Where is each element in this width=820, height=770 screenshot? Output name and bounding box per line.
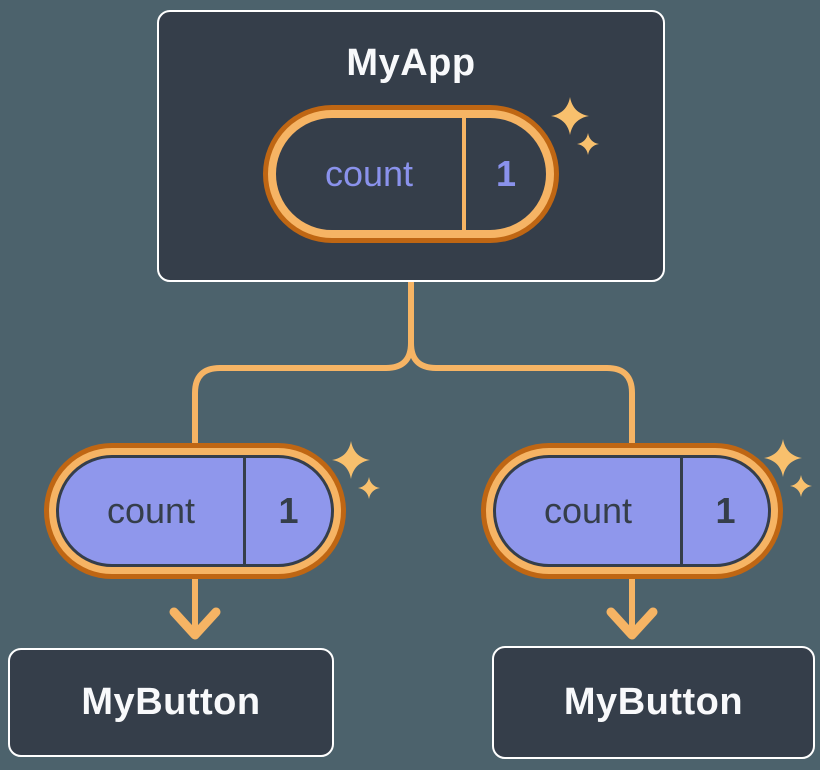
arrowhead-right-icon	[606, 607, 658, 640]
node-myapp-title: MyApp	[346, 42, 476, 84]
state-pill-mybutton-left: count 1	[49, 448, 341, 574]
state-pill-body: count 1	[56, 455, 334, 567]
sparkle-icon	[577, 133, 599, 155]
node-mybutton-left-title: MyButton	[81, 681, 261, 723]
state-pill-mybutton-right: count 1	[486, 448, 778, 574]
state-label: count	[106, 490, 196, 531]
state-value: 1	[243, 458, 331, 564]
sparkles-myapp	[551, 97, 607, 161]
connector-branch-right	[408, 279, 635, 634]
state-value: 1	[462, 118, 546, 230]
state-pill-myapp-body: count 1	[276, 118, 546, 230]
node-mybutton-left-card: MyButton	[8, 648, 334, 757]
state-value: 1	[680, 458, 768, 564]
state-pill-myapp: count 1	[268, 110, 554, 238]
sparkle-icon	[551, 97, 589, 135]
state-label: count	[543, 490, 633, 531]
node-myapp-card: MyApp count 1	[157, 10, 665, 282]
node-mybutton-right-title: MyButton	[563, 681, 744, 723]
sparkles-mybutton-left	[332, 441, 388, 505]
node-mybutton-right-card: MyButton	[492, 646, 815, 759]
sparkle-icon	[790, 475, 812, 497]
sparkle-icon	[332, 441, 370, 479]
state-label: count	[324, 153, 414, 194]
sparkles-mybutton-right	[764, 439, 820, 503]
sparkle-icon	[358, 477, 380, 499]
arrowhead-left-icon	[169, 607, 221, 640]
sparkle-icon	[764, 439, 802, 477]
state-pill-body: count 1	[493, 455, 771, 567]
